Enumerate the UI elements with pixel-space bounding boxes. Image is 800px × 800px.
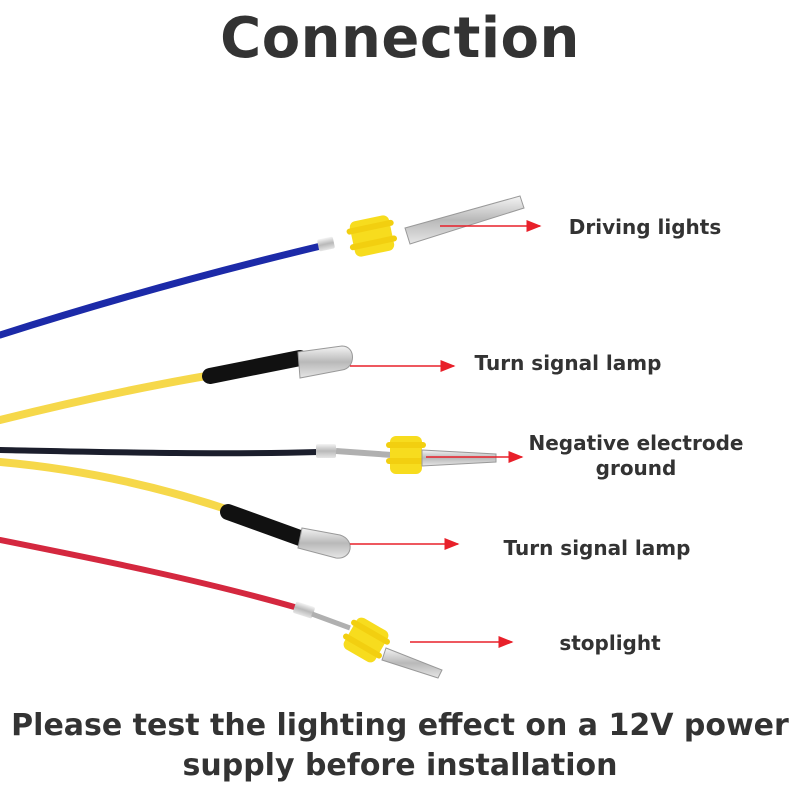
- turn-signal-label-top: Turn signal lamp: [474, 351, 662, 375]
- installation-note-line1: Please test the lighting effect on a 12V…: [11, 708, 789, 743]
- ground-pin: [421, 449, 497, 467]
- turn-signal-wire-top: [0, 345, 353, 424]
- ground-label: Negative electrode ground: [526, 431, 746, 481]
- stoplight-pin: [381, 647, 443, 679]
- turn-signal-wire-bottom: [0, 458, 351, 559]
- turn-signal-label-bottom: Turn signal lamp: [503, 536, 691, 560]
- ground-label-line1: Negative electrode: [528, 431, 744, 455]
- ground-label-line2: ground: [595, 456, 677, 480]
- stoplight-wire: [0, 537, 443, 679]
- stoplight-label: stoplight: [559, 631, 661, 655]
- driving-lights-pin: [404, 195, 525, 245]
- stoplight-seal: [343, 617, 390, 663]
- ground-seal: [386, 436, 426, 474]
- page-title: Connection: [220, 6, 580, 71]
- driving-lights-seal: [346, 215, 397, 257]
- turn-signal-bullet-bottom: [297, 527, 351, 559]
- driving-lights-label: Driving lights: [568, 215, 722, 239]
- turn-signal-bullet-top: [297, 345, 353, 379]
- ground-wire: [0, 436, 497, 474]
- installation-note: Please test the lighting effect on a 12V…: [0, 706, 800, 786]
- installation-note-line2: supply before installation: [182, 748, 618, 783]
- driving-lights-wire: [0, 195, 525, 339]
